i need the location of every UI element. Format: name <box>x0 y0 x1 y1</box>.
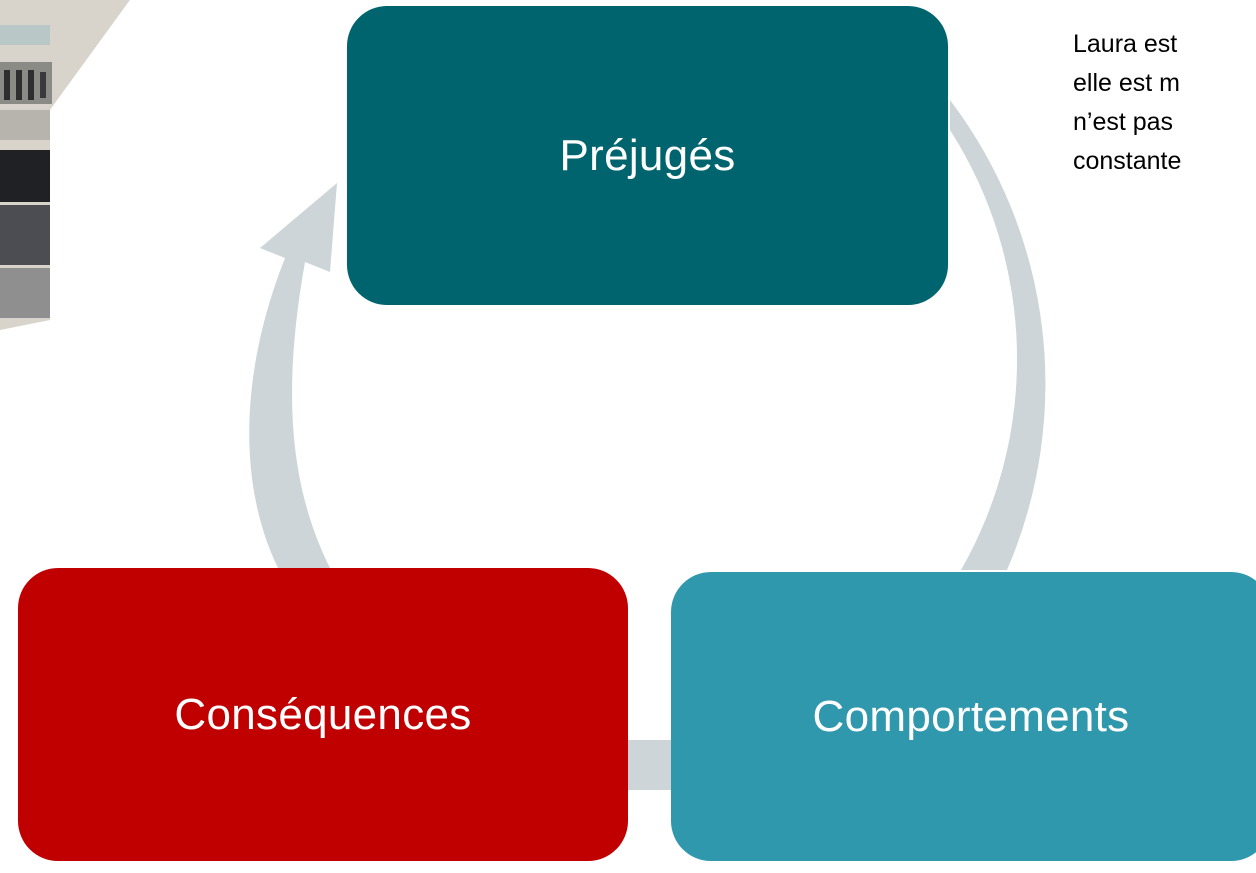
side-line-2: elle est m <box>1073 69 1180 97</box>
arc-comportements-to-consequences <box>626 740 672 790</box>
side-line-4: constante <box>1073 147 1182 175</box>
arc-consequences-to-prejuges <box>249 183 337 568</box>
node-prejuges-label: Préjugés <box>559 130 736 180</box>
node-prejuges: Préjugés <box>347 6 948 305</box>
node-comportements-label: Comportements <box>812 691 1130 741</box>
side-line-3: n’est pas <box>1073 108 1174 136</box>
side-line-1: Laura est <box>1073 30 1178 58</box>
side-paragraph: Laura est elle est m n’est pas constante <box>1073 25 1256 181</box>
node-consequences: Conséquences <box>18 568 628 861</box>
arc-prejuges-to-comportements <box>950 100 1046 570</box>
node-comportements: Comportements <box>671 572 1256 861</box>
node-consequences-label: Conséquences <box>174 689 472 739</box>
photo-thumbnail <box>0 0 150 330</box>
